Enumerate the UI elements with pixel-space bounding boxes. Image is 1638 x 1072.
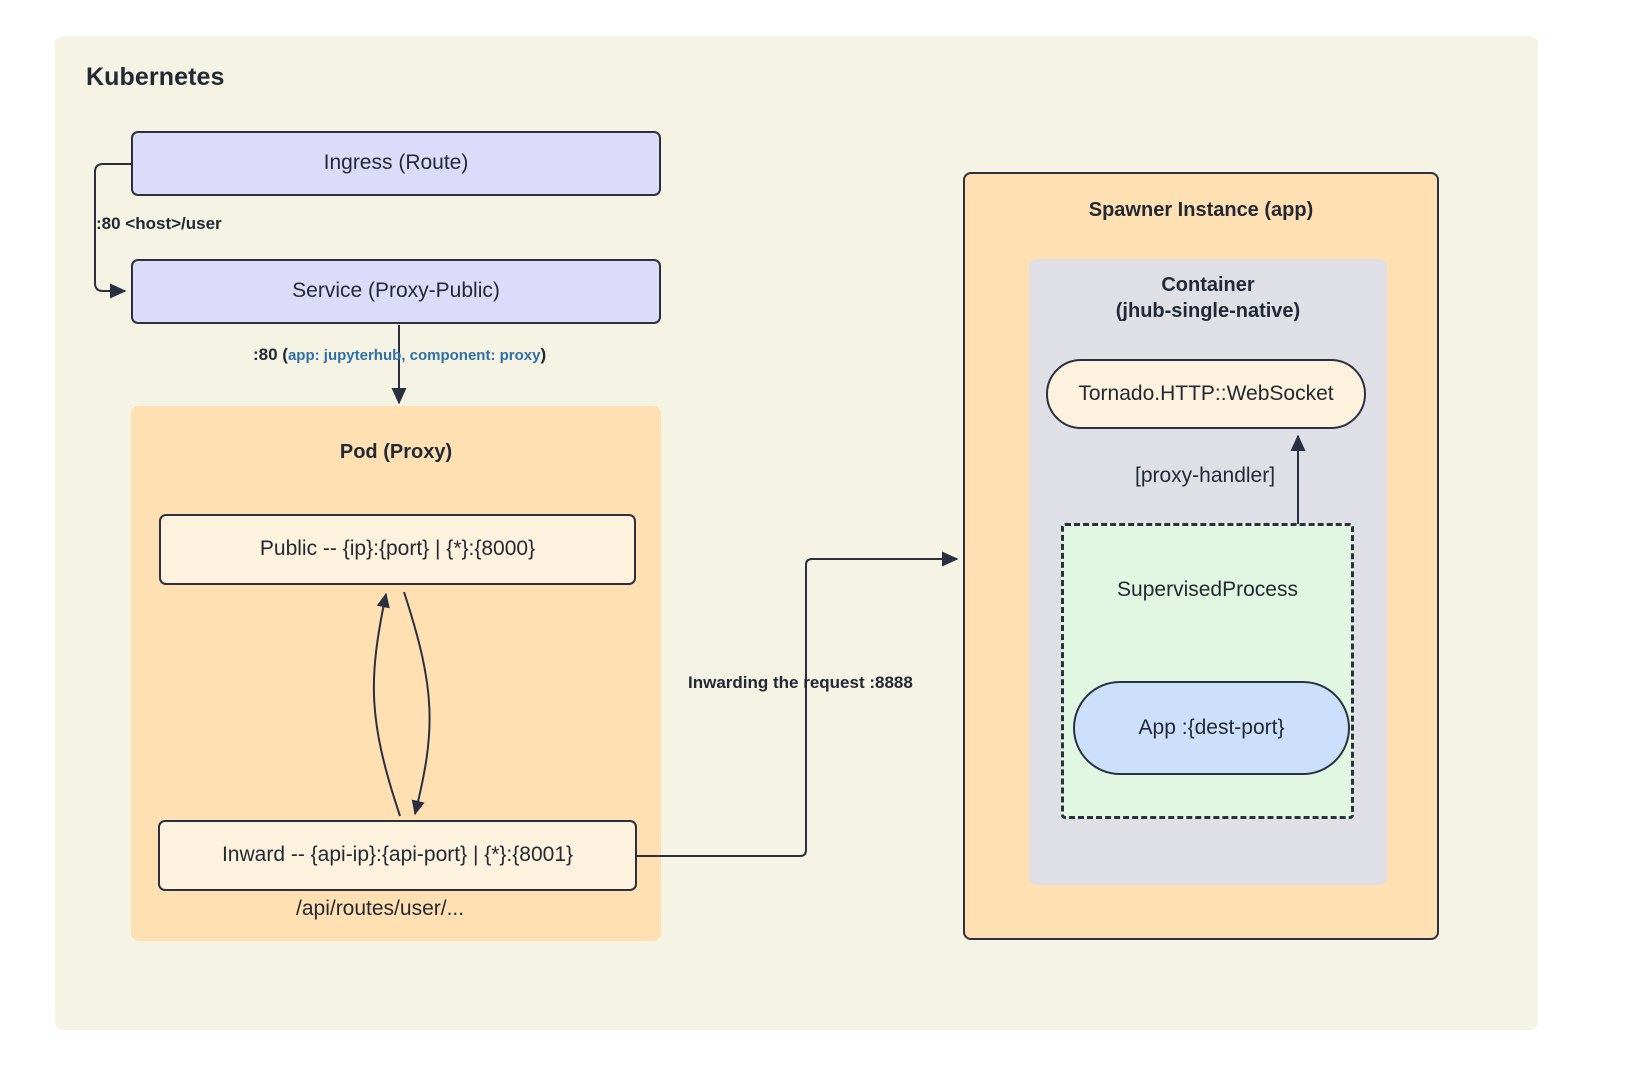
node-app-dest-port[interactable]: App :{dest-port} bbox=[1073, 681, 1350, 775]
node-ingress-route-label: Ingress (Route) bbox=[323, 151, 469, 175]
note-api-routes-user: /api/routes/user/... bbox=[296, 897, 465, 920]
edge-label-inwarding-request: Inwarding the request :8888 bbox=[688, 673, 913, 692]
node-inward-endpoint[interactable]: Inward -- {api-ip}:{api-port} | {*}:{800… bbox=[158, 820, 637, 891]
supervised-process-label: SupervisedProcess bbox=[1117, 578, 1298, 601]
edge-label-service-port: :80 ( bbox=[253, 345, 288, 364]
pod-proxy-label: Pod (Proxy) bbox=[339, 441, 453, 463]
node-app-dest-port-label: App :{dest-port} bbox=[1138, 716, 1285, 739]
kubernetes-cluster-label: Kubernetes bbox=[86, 63, 225, 91]
spawner-instance-label: Spawner Instance (app) bbox=[1088, 199, 1314, 221]
edge-label-service-selector: :80 (app: jupyterhub, component: proxy) bbox=[253, 345, 546, 365]
container-label: Container (jhub-single-native) bbox=[1115, 274, 1301, 322]
node-ingress-route[interactable]: Ingress (Route) bbox=[131, 131, 661, 196]
edge-label-host-user: :80 <host>/user bbox=[96, 214, 222, 233]
node-service-proxy-public-label: Service (Proxy-Public) bbox=[292, 279, 500, 303]
edge-label-service-selector-value: app: jupyterhub, component: proxy bbox=[287, 347, 541, 364]
node-tornado-websocket-label: Tornado.HTTP::WebSocket bbox=[1078, 382, 1334, 405]
node-tornado-websocket[interactable]: Tornado.HTTP::WebSocket bbox=[1046, 359, 1366, 429]
edge-label-proxy-handler: [proxy-handler] bbox=[1135, 464, 1276, 487]
edge-label-service-paren-close: ) bbox=[540, 345, 547, 364]
node-public-endpoint-label: Public -- {ip}:{port} | {*}:{8000} bbox=[259, 537, 536, 561]
node-public-endpoint[interactable]: Public -- {ip}:{port} | {*}:{8000} bbox=[159, 514, 636, 585]
node-inward-endpoint-label: Inward -- {api-ip}:{api-port} | {*}:{800… bbox=[221, 843, 574, 867]
node-service-proxy-public[interactable]: Service (Proxy-Public) bbox=[131, 259, 661, 324]
